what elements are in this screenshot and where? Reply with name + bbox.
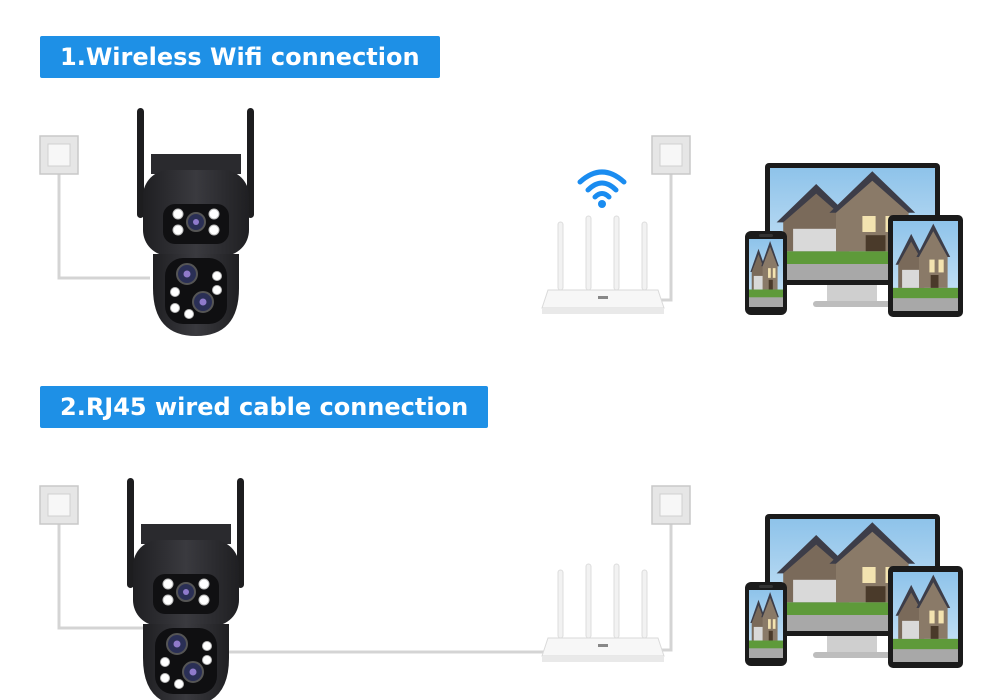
power-outlet-icon xyxy=(651,485,691,525)
section-1-title: 1.Wireless Wifi connection xyxy=(40,36,440,78)
router-icon xyxy=(541,215,665,315)
power-outlet-icon xyxy=(39,485,79,525)
router-power-cable xyxy=(650,170,673,302)
power-cable xyxy=(57,520,150,630)
security-camera-icon xyxy=(126,477,245,700)
section-2-diagram xyxy=(39,477,963,700)
security-camera-icon xyxy=(136,107,255,337)
router-icon xyxy=(541,563,665,663)
wifi-signal-icon xyxy=(580,172,624,208)
monitor-icon xyxy=(745,163,963,317)
router-power-cable xyxy=(650,520,673,652)
section-2-title: 2.RJ45 wired cable connection xyxy=(40,386,489,428)
power-outlet-icon xyxy=(39,135,79,175)
section-1-diagram xyxy=(39,107,963,337)
monitor-icon xyxy=(745,514,963,668)
power-cable xyxy=(57,170,150,280)
power-outlet-icon xyxy=(651,135,691,175)
